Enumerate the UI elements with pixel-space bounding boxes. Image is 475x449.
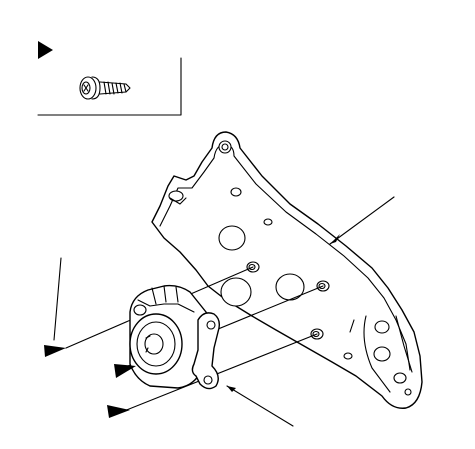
callout-arrow-bottom-left — [107, 405, 130, 418]
legend-frame — [37, 57, 182, 116]
bolt-legend — [37, 41, 182, 116]
water-pump-body — [129, 284, 213, 389]
callout-arrow-middle-left — [114, 364, 136, 378]
callout-arrow-bolt-legend — [38, 41, 53, 59]
flange-bolt-icon — [79, 76, 131, 100]
gasket-ring — [191, 312, 221, 390]
mounting-bracket — [151, 131, 423, 409]
callout-arrow-top-left — [44, 345, 66, 357]
leader-lines — [53, 196, 395, 427]
